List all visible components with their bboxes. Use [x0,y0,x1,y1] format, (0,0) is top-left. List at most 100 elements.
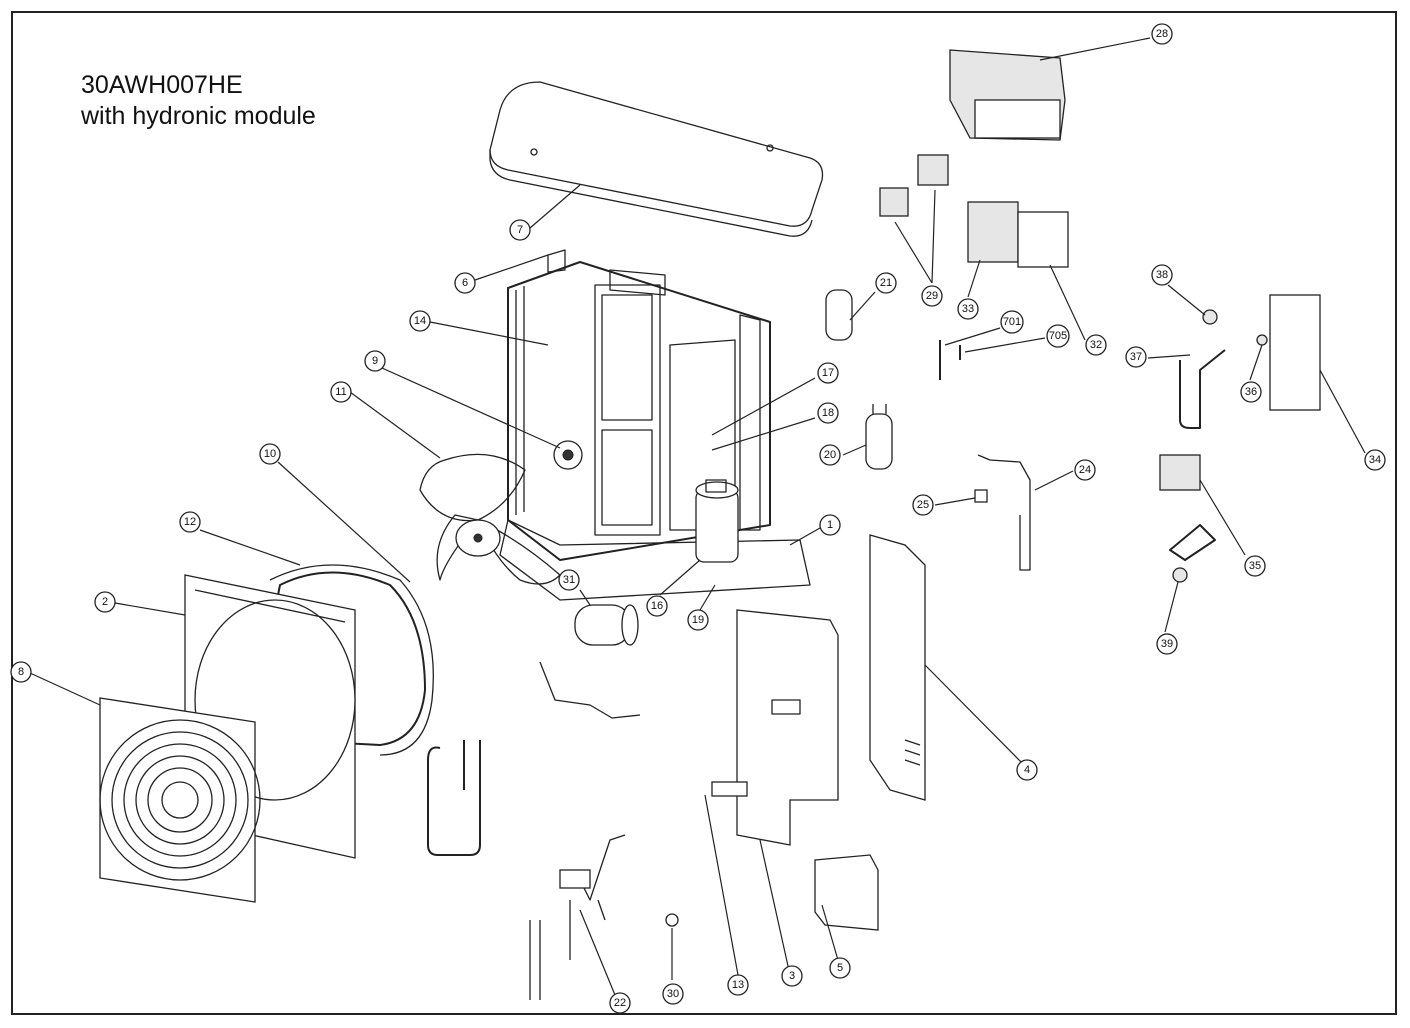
part-receiver [865,404,893,470]
callout-701: 701 [1000,310,1024,334]
callout-9: 9 [364,350,386,372]
callout-3: 3 [781,965,803,987]
callout-38: 38 [1151,264,1173,286]
part-side-panel-front [736,609,839,846]
svg-text:10: 10 [264,448,276,460]
part-fan-blade [419,453,561,585]
svg-text:25: 25 [917,499,929,511]
svg-text:24: 24 [1079,464,1091,476]
part-13-label-plate [711,781,748,797]
callout-12: 12 [179,511,201,533]
callout-31: 31 [558,569,580,591]
svg-text:11: 11 [335,386,346,398]
svg-text:1: 1 [827,519,833,531]
part-pcb-boards [967,201,1069,268]
part-control-box [949,49,1066,141]
part-cabinet-frame [499,249,811,601]
svg-text:14: 14 [414,315,426,327]
svg-text:18: 18 [822,407,834,419]
svg-text:701: 701 [1003,316,1021,328]
model-number: 30AWH007HE [81,71,243,99]
callout-30: 30 [662,983,684,1005]
callout-21: 21 [875,272,897,294]
svg-text:3: 3 [789,970,795,982]
callout-7: 7 [509,219,531,241]
svg-text:32: 32 [1090,339,1102,351]
callout-17: 17 [817,362,839,384]
callout-33: 33 [957,298,979,320]
svg-text:17: 17 [822,367,834,379]
callout-19: 19 [687,609,709,631]
svg-text:22: 22 [614,997,626,1009]
svg-text:9: 9 [372,355,378,367]
part-fan-grille [99,697,261,903]
svg-text:34: 34 [1369,454,1381,466]
svg-text:31: 31 [563,574,575,586]
part-pipe-assembly [539,661,641,719]
callout-35: 35 [1244,555,1266,577]
callout-36: 36 [1240,381,1262,403]
part-compressor [695,479,739,563]
callout-25: 25 [912,494,934,516]
svg-text:4: 4 [1024,764,1030,776]
svg-text:36: 36 [1245,386,1257,398]
part-valve-assembly [529,834,626,1000]
part-bracket [814,854,879,931]
callout-4: 4 [1016,759,1038,781]
callout-1: 1 [819,514,841,536]
part-sensors [939,340,961,380]
svg-text:16: 16 [651,600,663,612]
svg-text:19: 19 [692,614,704,626]
callout-11: 11 [330,381,352,403]
callout-10: 10 [259,443,281,465]
callout-5: 5 [829,957,851,979]
callout-14: 14 [409,310,431,332]
part-21-filter [825,289,853,341]
part-transformers [879,154,949,217]
model-subtitle: with hydronic module [81,102,316,130]
part-hydronic-module [1159,294,1321,583]
svg-text:6: 6 [462,277,468,289]
callout-6: 6 [454,272,476,294]
svg-text:8: 8 [18,666,24,678]
callout-37: 37 [1125,346,1147,368]
svg-text:37: 37 [1130,351,1142,363]
part-24-capillary [977,454,1031,571]
svg-text:5: 5 [837,962,843,974]
callout-13: 13 [727,974,749,996]
svg-text:705: 705 [1049,330,1067,342]
part-30-fitting [665,913,679,927]
callout-28: 28 [1151,23,1173,45]
part-side-panel-right [869,534,926,801]
part-31-vessel [574,604,639,646]
svg-text:7: 7 [517,224,523,236]
callout-32: 32 [1085,334,1107,356]
leader-lines [29,37,1366,996]
part-25-fitting [974,489,988,503]
callout-29: 29 [921,285,943,307]
callout-18: 18 [817,402,839,424]
svg-text:20: 20 [824,449,836,461]
callout-20: 20 [819,444,841,466]
callout-39: 39 [1156,633,1178,655]
svg-text:35: 35 [1249,560,1261,572]
part-fan-motor [553,440,583,470]
callout-34: 34 [1364,449,1386,471]
svg-text:29: 29 [926,290,938,302]
callout-16: 16 [646,595,668,617]
svg-text:28: 28 [1156,28,1168,40]
part-u-bracket [427,740,481,856]
callout-22: 22 [609,992,631,1014]
callout-8: 8 [10,661,32,683]
part-top-cover [489,81,824,237]
diagram-title: 30AWH007HE with hydronic module [81,70,316,132]
svg-text:33: 33 [962,303,974,315]
callout-24: 24 [1074,459,1096,481]
svg-text:12: 12 [184,516,196,528]
svg-text:13: 13 [732,979,744,991]
svg-text:30: 30 [667,988,679,1000]
svg-text:39: 39 [1161,638,1173,650]
svg-text:2: 2 [102,596,108,608]
svg-text:38: 38 [1156,269,1168,281]
